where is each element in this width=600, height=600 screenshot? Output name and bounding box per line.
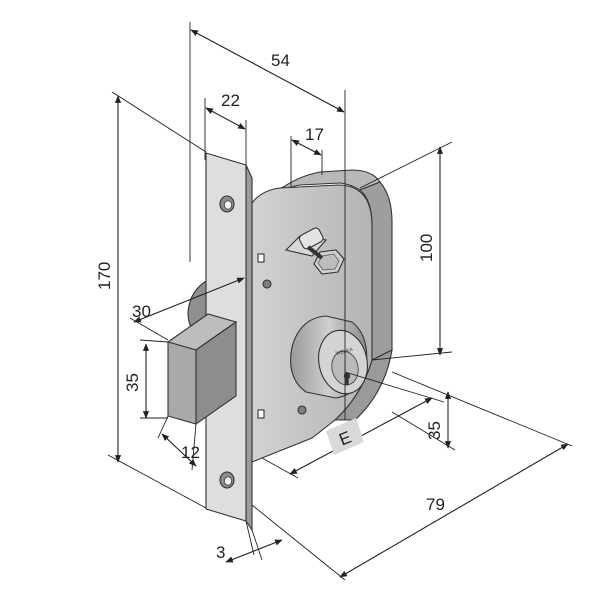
dim-22-line [205,107,246,130]
e-marker-box: E [326,418,364,455]
dim-54-line [190,29,345,113]
dim-12-label: 12 [181,443,200,462]
rivet-top [262,279,272,289]
dim-30-line [133,277,245,323]
rivet-bottom [297,405,307,415]
dim-170-label: 170 [95,262,114,290]
dim-12-line [161,433,197,467]
dim-54-label: 54 [271,51,290,70]
body-slot-bottom [257,409,265,419]
dim-22-label: 22 [221,91,240,110]
dim-35-left-label: 35 [123,373,142,392]
nut-bolt [306,245,324,260]
dim-35-right-label: 35 [425,421,444,440]
dim-3-line [225,539,283,563]
body-slot-top [257,253,265,263]
cylinder: WELKA [290,315,368,399]
dimensions: 54 22 17 100 170 30 35 12 [95,22,573,581]
dim-79-label: 79 [426,495,445,514]
screw-hole-top [219,195,235,213]
lever-pin [298,227,324,250]
dim-79-line [339,443,569,578]
screw-hole-bottom [219,471,235,489]
dim-100-label: 100 [417,234,436,262]
dim-30-label: 30 [132,302,151,321]
latch-bolt-front [167,341,197,425]
dim-17-label: 17 [305,125,324,144]
dim-17-line [291,139,322,156]
latch-bolt [166,313,238,426]
dim-3-label: 3 [216,543,225,562]
faceplate-edge [245,164,253,532]
